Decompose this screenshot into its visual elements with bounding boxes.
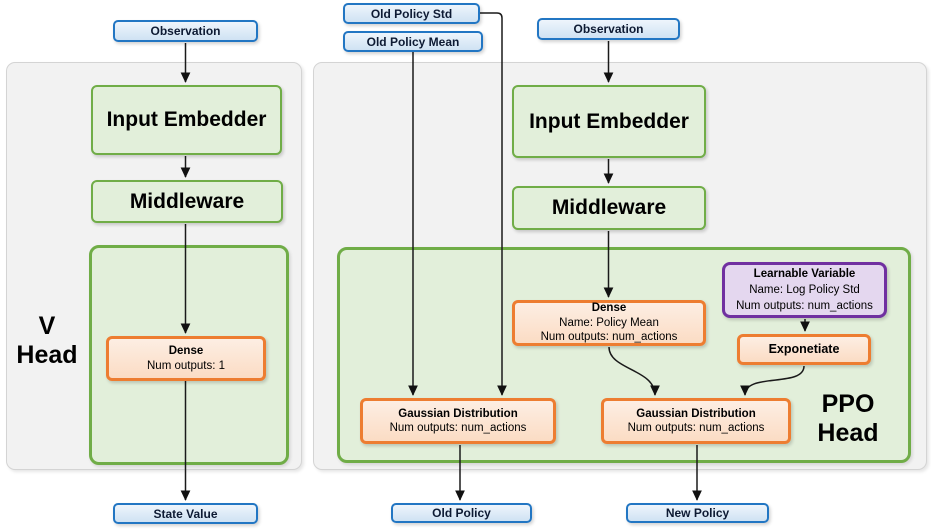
observation-node-v: Observation	[113, 20, 258, 42]
dense-policy-mean-node: Dense Name: Policy Mean Num outputs: num…	[512, 300, 706, 346]
observation-label-ppo: Observation	[573, 22, 644, 36]
v-head-title-line2: Head	[16, 341, 78, 369]
dense-node-v: Dense Num outputs: 1	[106, 336, 266, 381]
dense-outputs-ppo: Num outputs: num_actions	[540, 331, 678, 344]
old-policy-label: Old Policy	[432, 506, 491, 520]
ppo-head-title-line1: PPO	[821, 390, 875, 418]
middleware-label-v: Middleware	[129, 189, 245, 213]
ppo-head-title: PPO Head	[796, 390, 900, 448]
state-value-label: State Value	[153, 506, 218, 521]
dense-title-ppo: Dense	[591, 302, 627, 315]
old-policy-std-label: Old Policy Std	[370, 6, 453, 21]
dense-title-v: Dense	[168, 345, 204, 357]
dense-name-ppo: Name: Policy Mean	[559, 316, 659, 329]
learnable-variable-outputs: Num outputs: num_actions	[736, 300, 873, 312]
observation-node-ppo: Observation	[537, 18, 680, 40]
v-head-title: V Head	[8, 312, 86, 370]
old-policy-mean-node: Old Policy Mean	[343, 31, 483, 52]
new-policy-label: New Policy	[665, 506, 730, 520]
gaussian-distribution-old-node: Gaussian Distribution Num outputs: num_a…	[360, 398, 556, 444]
gaussian-old-outputs: Num outputs: num_actions	[389, 422, 527, 434]
v-head-title-line1: V	[38, 312, 56, 340]
middleware-node-ppo: Middleware	[512, 186, 706, 230]
new-policy-node: New Policy	[626, 503, 769, 523]
ppo-head-title-line2: Head	[817, 419, 879, 447]
input-embedder-node-ppo: Input Embedder	[512, 85, 706, 158]
exponetiate-node: Exponetiate	[737, 334, 871, 365]
learnable-variable-node: Learnable Variable Name: Log Policy Std …	[722, 262, 887, 318]
learnable-variable-title: Learnable Variable	[753, 268, 856, 280]
old-policy-mean-label: Old Policy Mean	[366, 34, 460, 49]
dense-outputs-v: Num outputs: 1	[147, 359, 225, 372]
middleware-label-ppo: Middleware	[551, 196, 667, 219]
input-embedder-label-v: Input Embedder	[106, 108, 267, 131]
exponetiate-label: Exponetiate	[768, 342, 840, 357]
input-embedder-node-v: Input Embedder	[91, 85, 282, 155]
gaussian-distribution-new-node: Gaussian Distribution Num outputs: num_a…	[601, 398, 791, 444]
old-policy-node: Old Policy	[391, 503, 532, 523]
old-policy-std-node: Old Policy Std	[343, 3, 480, 24]
learnable-variable-name: Name: Log Policy Std	[749, 284, 860, 296]
state-value-node: State Value	[113, 503, 258, 524]
gaussian-new-outputs: Num outputs: num_actions	[627, 422, 765, 434]
observation-label-v: Observation	[150, 24, 221, 38]
gaussian-new-title: Gaussian Distribution	[636, 407, 756, 420]
middleware-node-v: Middleware	[91, 180, 283, 223]
gaussian-old-title: Gaussian Distribution	[398, 407, 518, 420]
input-embedder-label-ppo: Input Embedder	[529, 109, 689, 133]
